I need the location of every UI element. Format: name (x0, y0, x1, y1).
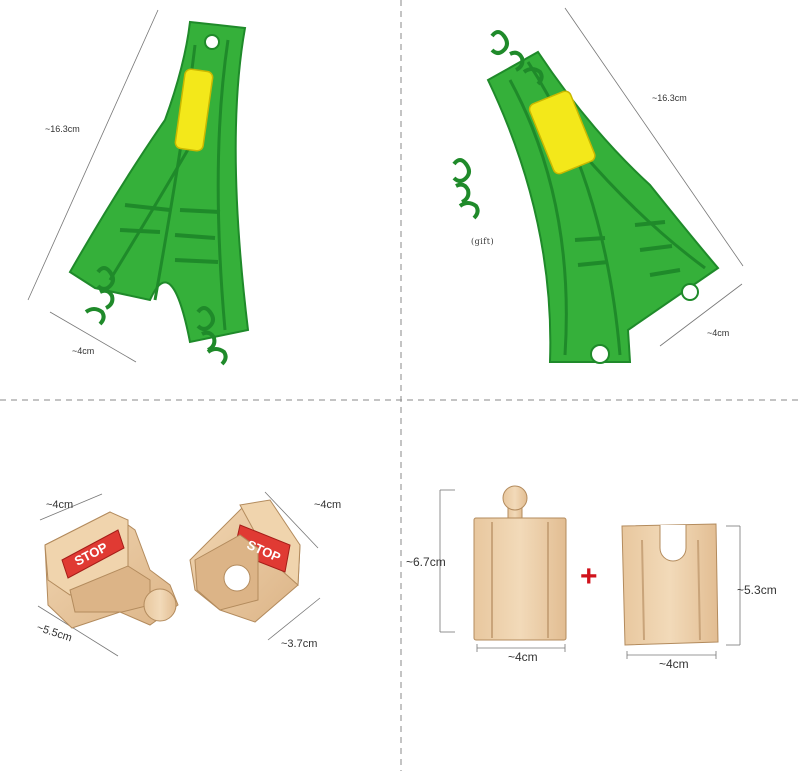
label-stop-right-bottom: ~3.7cm (281, 638, 318, 650)
switch-lever-right (528, 90, 596, 175)
label-stop-right-top: ~4cm (314, 499, 342, 511)
dimension-line-length (564, 7, 744, 267)
switch-track-right (452, 7, 744, 364)
connector-piece (196, 306, 228, 366)
switch-lever-left (174, 68, 214, 152)
dimension-line-bottom (267, 597, 321, 641)
label-short-width: ~4cm (659, 657, 689, 671)
gift-label: (gift) (471, 237, 495, 246)
stop-buffer-right (189, 491, 321, 641)
stop-buffer-left (37, 493, 179, 657)
switch-track-left (27, 9, 250, 366)
dimension-line-top (264, 491, 319, 549)
gift-connector-piece (452, 158, 480, 220)
label-long-height: ~6.7cm (406, 555, 446, 569)
straight-track-long (439, 485, 567, 652)
label-short-height: ~5.3cm (737, 583, 777, 597)
label-length: ~16.3cm (45, 124, 80, 134)
plus-sign: + (580, 560, 598, 593)
straight-track-short (621, 523, 741, 659)
dimension-line-bottom (37, 605, 119, 657)
label-length: ~16.3cm (652, 93, 687, 103)
connector-piece (84, 266, 115, 326)
dimension-line-length (27, 9, 159, 301)
label-width: ~4cm (72, 346, 95, 356)
dimension-line-width (49, 311, 137, 363)
dimension-line-width (659, 283, 743, 347)
label-stop-left-top: ~4cm (46, 499, 74, 511)
connector-piece (490, 30, 544, 86)
label-long-width: ~4cm (508, 650, 538, 664)
label-width: ~4cm (707, 328, 730, 338)
dimension-line-top (39, 493, 103, 521)
